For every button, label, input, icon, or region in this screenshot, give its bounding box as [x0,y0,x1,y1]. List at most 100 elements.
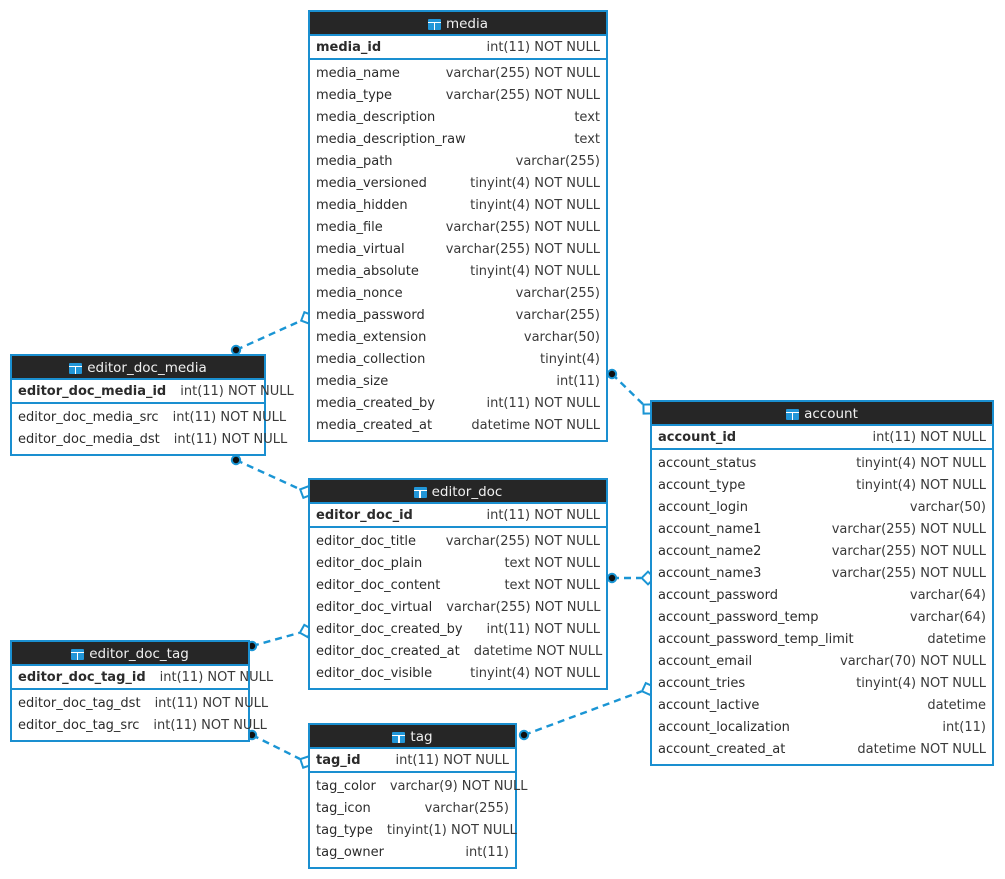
table-name: editor_doc [431,484,503,500]
field-name: media_size [316,374,389,389]
field-name: account_email [658,654,753,669]
relationship-line [251,733,301,760]
field-type: datetime NOT NULL [857,742,986,757]
field-name: editor_doc_media_src [18,410,159,425]
field-name: account_name2 [658,544,762,559]
field-name: media_created_at [316,418,433,433]
field-row: media_file varchar(255) NOT NULL [310,217,606,239]
field-name: account_status [658,456,757,471]
primary-key-name: editor_doc_id [316,508,413,523]
field-type: text [574,110,600,125]
relationship-line [235,319,302,352]
primary-key-row: editor_doc_id int(11) NOT NULL [310,504,606,528]
primary-key-type: int(11) NOT NULL [159,670,274,685]
field-name: media_name [316,66,400,81]
field-name: editor_doc_virtual [316,600,433,615]
primary-key-name: account_id [658,430,737,445]
field-type: varchar(70) NOT NULL [840,654,986,669]
field-type: varchar(255) [515,286,600,301]
field-type: int(11) [942,720,986,735]
field-name: media_versioned [316,176,427,191]
field-type: varchar(50) [523,330,600,345]
field-name: account_name3 [658,566,762,581]
field-type: datetime [927,632,986,647]
field-name: editor_doc_tag_src [18,718,140,733]
table-header-editor_doc_media[interactable]: editor_doc_media [12,356,264,380]
table-header-editor_doc_tag[interactable]: editor_doc_tag [12,642,248,666]
primary-key-name: editor_doc_media_id [18,384,167,399]
field-type: int(11) NOT NULL [173,432,288,447]
field-name: account_login [658,500,748,515]
field-name: account_localization [658,720,790,735]
relationship-editor_doc-to-account [606,570,656,586]
field-type: datetime [927,698,986,713]
field-type: tinyint(4) NOT NULL [470,198,600,213]
field-type: varchar(255) NOT NULL [445,88,600,103]
field-name: media_file [316,220,383,235]
table-header-inner: editor_doc_tag [71,642,189,666]
primary-key-type: int(11) NOT NULL [486,508,600,523]
table-header-account[interactable]: account [652,402,992,426]
table-header-inner: editor_doc_media [69,356,207,380]
field-type: tinyint(1) NOT NULL [386,823,517,838]
primary-key-name: media_id [316,40,382,55]
field-name: media_created_by [316,396,435,411]
relationship-source-dot [518,729,530,741]
relationship-line [235,458,301,491]
relationship-media-to-account [606,368,654,415]
relationship-line [251,631,300,648]
table-header-editor_doc[interactable]: editor_doc [310,480,606,504]
table-header-media[interactable]: media [310,12,606,36]
table-header-inner: editor_doc [413,480,503,504]
field-type: varchar(50) [909,500,986,515]
field-type: datetime NOT NULL [471,418,600,433]
primary-key-type: int(11) NOT NULL [486,40,600,55]
field-name: account_password_temp [658,610,819,625]
field-name: media_path [316,154,393,169]
field-row: account_password_temp varchar(64) [652,607,992,629]
field-name: media_password [316,308,425,323]
field-type: tinyint(4) NOT NULL [856,478,986,493]
field-row: account_localization int(11) [652,717,992,739]
field-type: varchar(64) [909,610,986,625]
table-icon [71,648,85,660]
field-type: int(11) NOT NULL [153,718,267,733]
primary-key-type: int(11) NOT NULL [872,430,986,445]
field-type: varchar(255) NOT NULL [445,242,600,257]
relationship-tag-to-account [518,681,656,741]
primary-key-section: account_id int(11) NOT NULL [652,426,992,450]
table-name: editor_doc_media [87,360,207,376]
relationship-line [611,373,644,405]
field-type: int(11) NOT NULL [154,696,269,711]
table-icon [413,486,427,498]
table-header-tag[interactable]: tag [310,725,515,749]
field-type: tinyint(4) NOT NULL [470,666,600,681]
relationship-line [523,690,642,737]
table-editor_doc_media[interactable]: editor_doc_media editor_doc_media_id int(1… [10,354,294,456]
field-name: account_type [658,478,746,493]
field-type: varchar(255) NOT NULL [445,220,600,235]
field-name: media_nonce [316,286,403,301]
